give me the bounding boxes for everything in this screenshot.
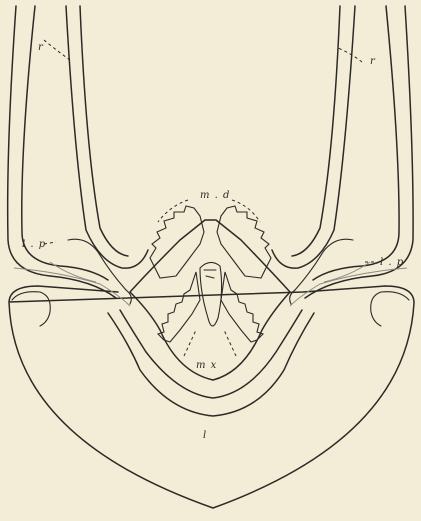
- label-lp-right: l . p: [380, 257, 404, 268]
- right-column-inner-2: [292, 6, 340, 256]
- label-md: m . d: [200, 190, 230, 201]
- left-column-inner: [66, 6, 148, 268]
- lobe-inner-arc: [120, 310, 302, 398]
- left-palp-outline: [68, 239, 131, 304]
- label-l: l: [203, 430, 207, 441]
- lobe-l-outline: [9, 286, 414, 508]
- label-r-right: r: [370, 56, 376, 67]
- leader-r-left: [44, 40, 70, 60]
- right-column-inner: [272, 6, 355, 268]
- right-mandible: [217, 206, 271, 278]
- leader-mx: [184, 330, 236, 356]
- right-column-outer: [313, 6, 399, 280]
- central-cavity: [130, 220, 290, 380]
- leader-r-right: [338, 48, 362, 62]
- right-maxilla: [221, 272, 263, 342]
- label-r-left: r: [38, 42, 44, 53]
- right-palp: [371, 292, 409, 326]
- left-palp: [12, 292, 50, 326]
- label-lp-left: l . p: [22, 239, 46, 250]
- left-maxilla: [158, 272, 200, 342]
- label-mx: m x: [196, 360, 217, 371]
- right-palp-outline: [290, 239, 353, 304]
- left-column-inner-2: [80, 6, 128, 256]
- central-tongue-inner: [204, 270, 216, 278]
